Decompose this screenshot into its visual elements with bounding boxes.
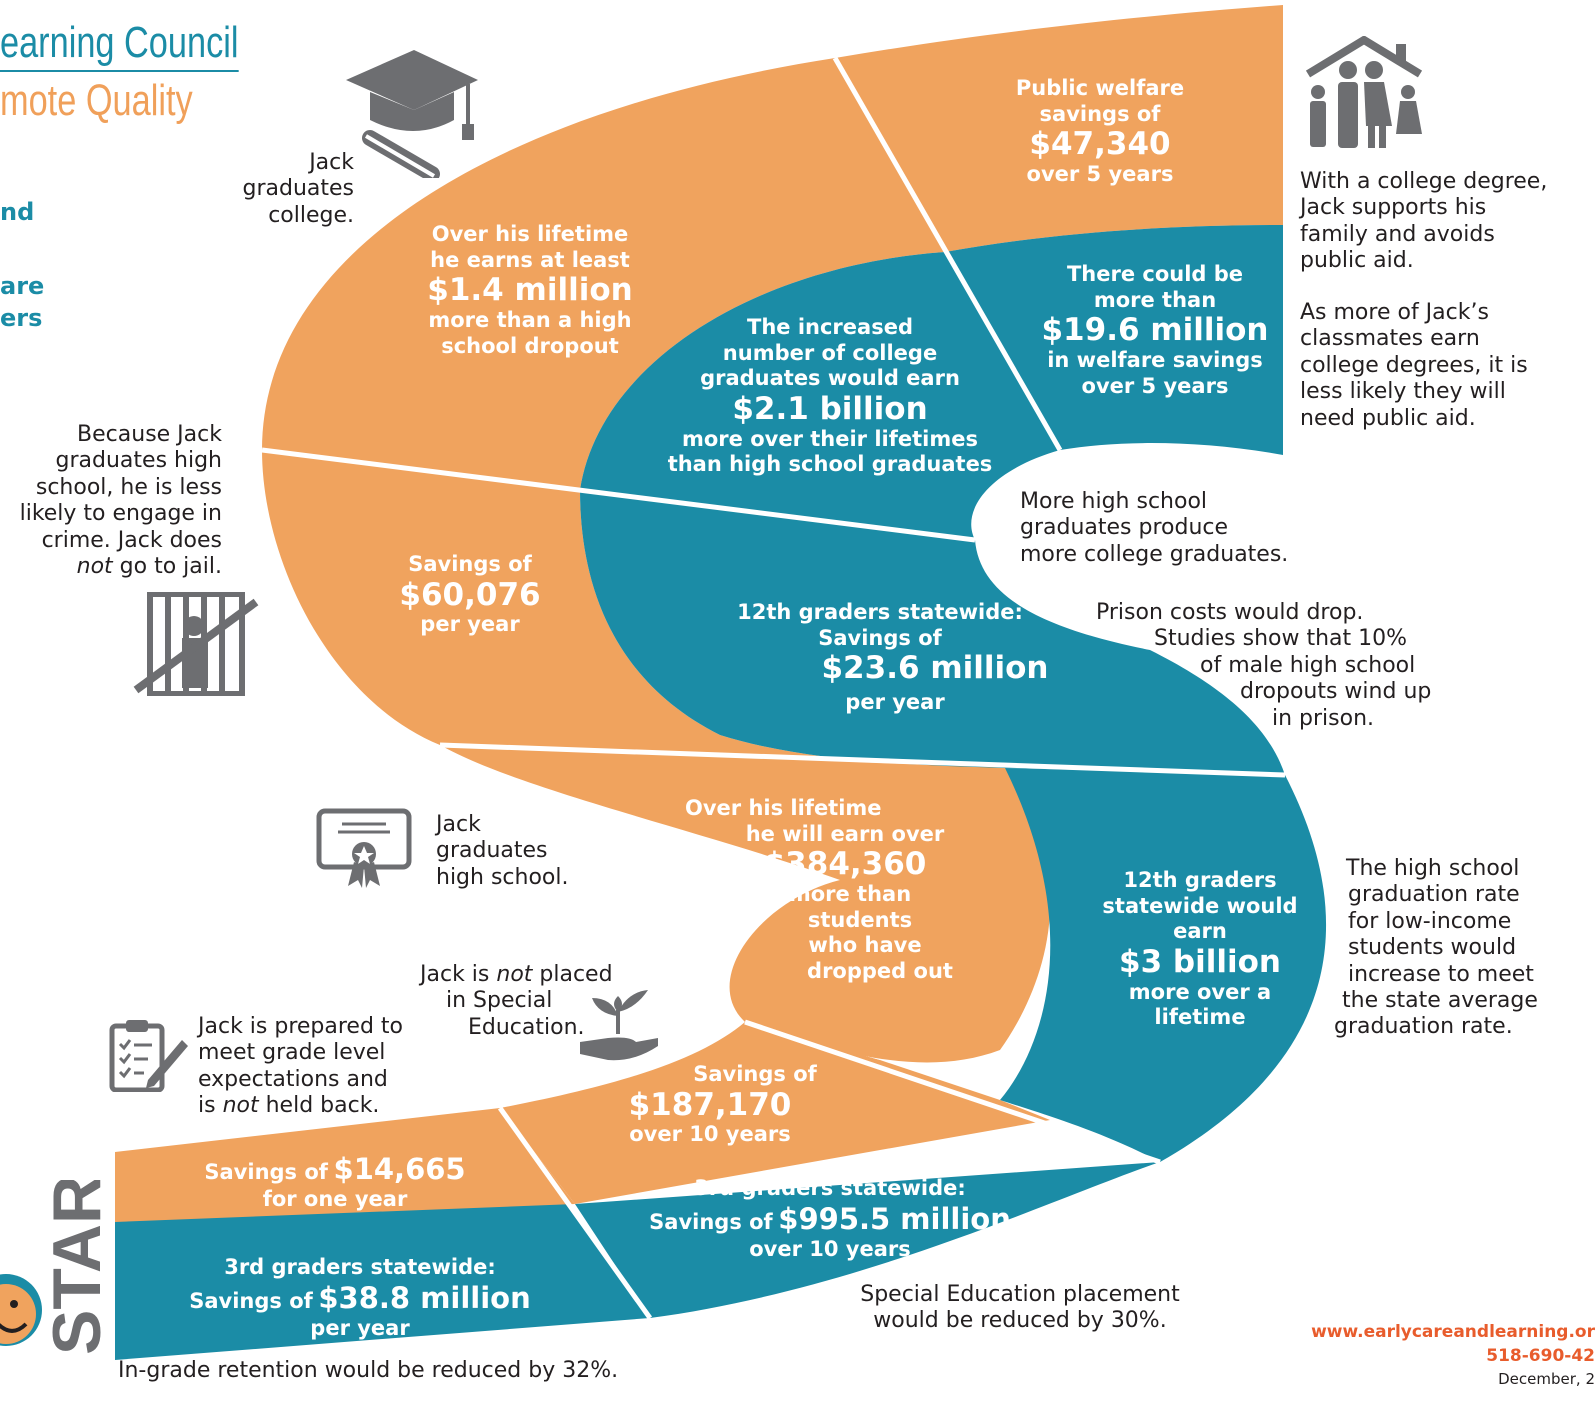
teal-stop-2: 3rd graders statewide: Savings of $995.5… (649, 1176, 1011, 1261)
road-teal-segment-3 (1000, 768, 1327, 1162)
family-house-icon (1305, 36, 1423, 148)
road-teal-segment-4 (580, 490, 1285, 775)
road-orange-segment-2 (500, 1022, 1050, 1204)
teal-stop-3: 12th graders statewide would earn $3 bil… (1102, 868, 1298, 1030)
road-orange-segment-4 (262, 450, 1005, 768)
orange-stop-4: Savings of $60,076 per year (399, 552, 541, 637)
orange-stop-5: Over his lifetime he earns at least $1.4… (427, 222, 633, 358)
road-orange-segment-1 (115, 1108, 575, 1222)
orange-stop-2: Savings of $187,170 over 10 years (628, 1062, 817, 1147)
graduation-cap-icon (346, 50, 478, 178)
road-orange-segment-3b (440, 745, 1051, 1063)
jail-bars-icon (133, 592, 259, 696)
header-title: earning Council (0, 18, 239, 72)
teal-stop-6: There could be more than $19.6 million i… (1041, 262, 1269, 398)
orange-stop-6: Public welfare savings of $47,340 over 5… (1015, 76, 1185, 186)
phone-number: 518-690-42 (1486, 1346, 1595, 1366)
prison-note: Prison costs would drop. Studies show th… (1096, 600, 1432, 731)
road-teal-segment-2 (575, 1162, 1160, 1318)
header-side-fragment-3: ers (0, 304, 43, 332)
start-marker: START (40, 1180, 115, 1355)
graduation-rate-note: The high school graduation rate for low-… (1334, 856, 1538, 1040)
child-face-icon (0, 1274, 42, 1346)
start-label: START (40, 1180, 115, 1355)
publication-date: December, 2 (1498, 1370, 1595, 1388)
special-ed-placement-note: Jack is not placed in Special Education. (420, 962, 613, 1040)
seedling-hand-icon (580, 990, 658, 1061)
website-link[interactable]: www.earlycareandlearning.or (1311, 1322, 1595, 1342)
diploma-certificate-icon (316, 808, 412, 888)
road-orange-segment-5 (262, 58, 945, 490)
road-teal-segment-5 (580, 252, 1060, 540)
road-teal-segment-6 (945, 225, 1283, 455)
header-side-fragment-1: nd (0, 198, 35, 226)
orange-stop-1: Savings of $14,665 for one year (204, 1152, 466, 1212)
header-side-fragment-2: are (0, 272, 45, 300)
road-orange-segment-6 (835, 5, 1283, 252)
teal-stop-5: The increased number of college graduate… (667, 315, 993, 477)
header-subtitle: mote Quality (0, 76, 193, 125)
clipboard-checklist-icon (109, 1020, 188, 1092)
retention-note: In-grade retention would be reduced by 3… (118, 1358, 619, 1383)
teal-stop-4: 12th graders statewide: Savings of $23.6… (737, 600, 1049, 714)
road-divider-lines (261, 56, 1286, 1320)
teal-stop-1: 3rd graders statewide: Savings of $38.8 … (189, 1255, 531, 1340)
orange-stop-3: Over his lifetime he will earn over $384… (685, 796, 953, 983)
